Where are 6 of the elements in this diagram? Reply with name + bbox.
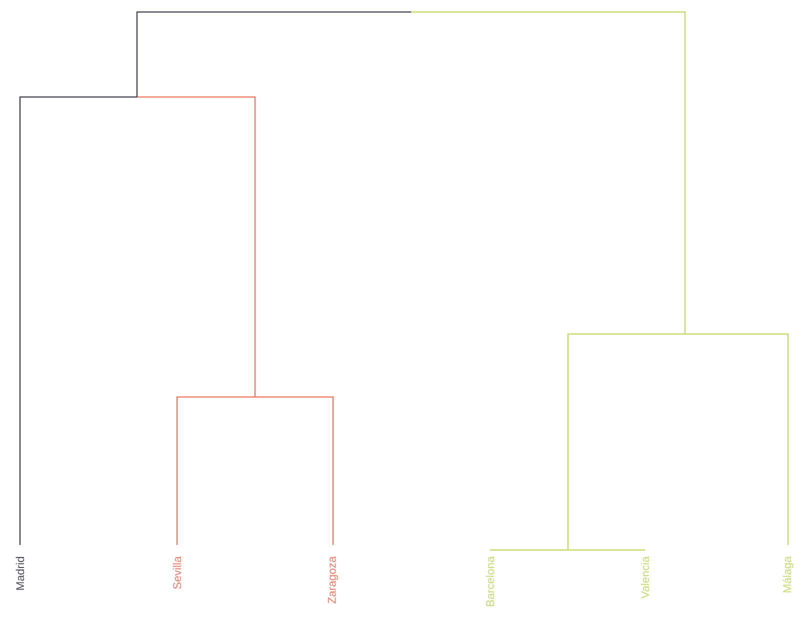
leaf-label: Sevilla [172, 556, 182, 589]
leaf-label: Zaragoza [328, 556, 338, 604]
leaf-label: Málaga [782, 556, 794, 592]
leaf-label: Madrid [16, 557, 24, 590]
leaf-label: Valencia [640, 556, 650, 599]
leaf-label: Barcelona [486, 556, 494, 606]
